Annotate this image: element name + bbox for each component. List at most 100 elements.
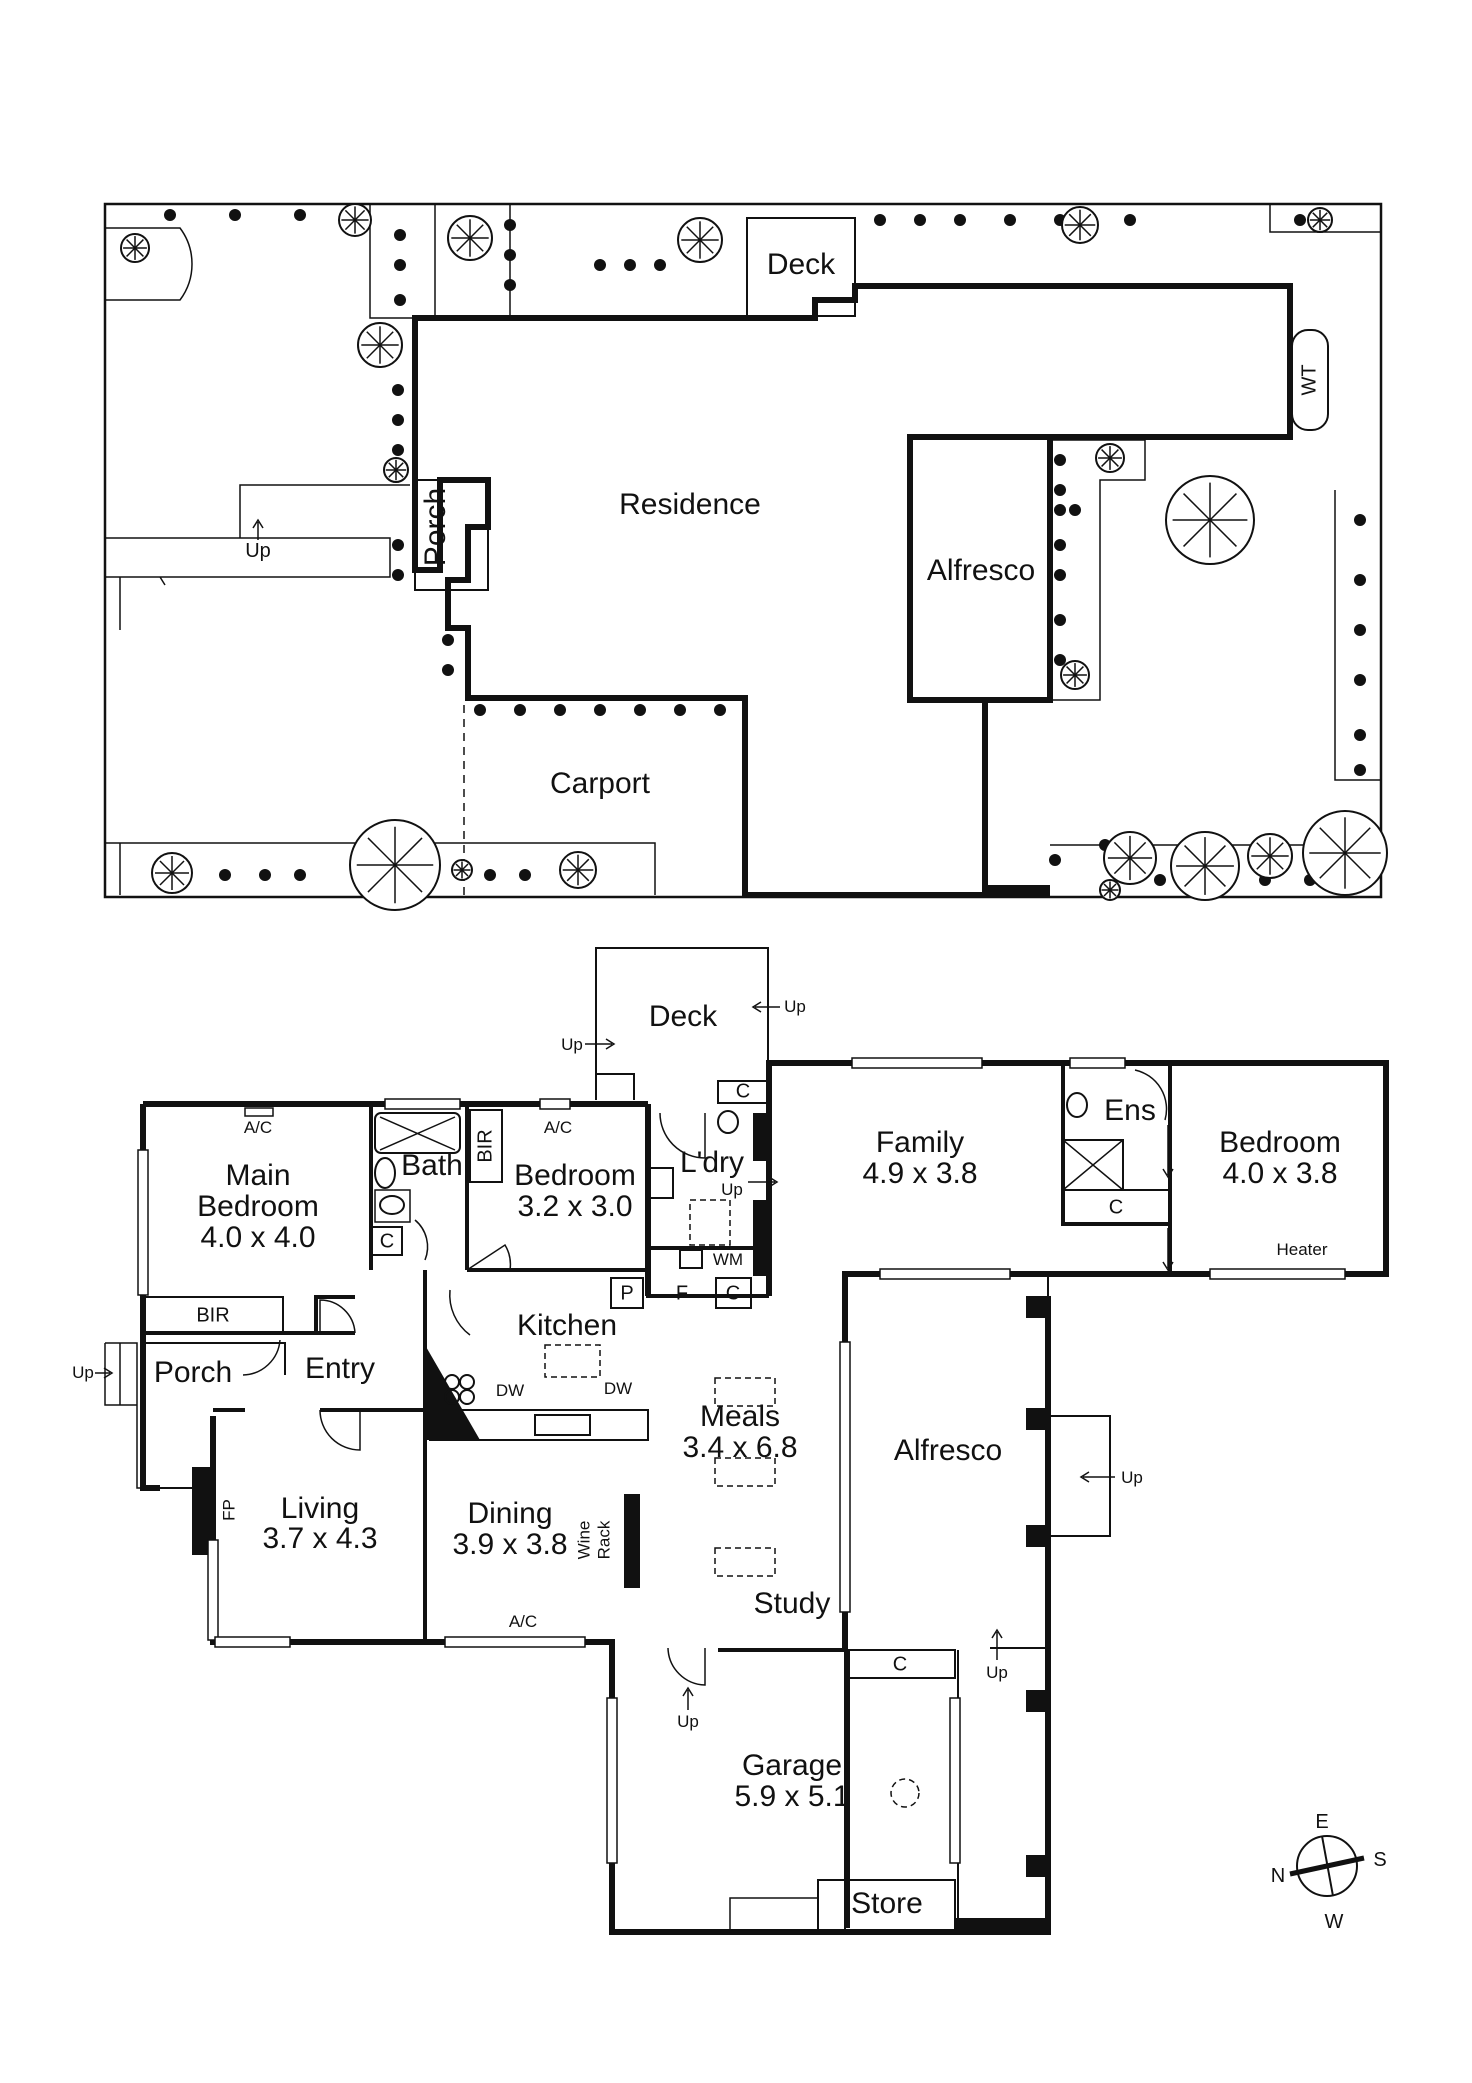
shrub [954, 214, 966, 226]
ens-toilet [1066, 1092, 1088, 1118]
kitchen-cooktop-1 [444, 1374, 460, 1390]
tree [1307, 207, 1333, 233]
wine-label-1: Wine [574, 1521, 593, 1560]
wall-block-garage [955, 1918, 1048, 1932]
wall-block-laundry-1 [753, 1113, 770, 1161]
ac-dining: A/C [509, 1612, 537, 1631]
site-residence-label: Residence [619, 488, 761, 521]
entry-label: Entry [305, 1352, 375, 1385]
bedroom-east-label: Bedroom [1219, 1126, 1341, 1159]
shrub [1354, 729, 1366, 741]
tree [1099, 879, 1121, 901]
shrub [294, 869, 306, 881]
up-side: Up [986, 1663, 1008, 1682]
cupboard-ens-label: C [1109, 1196, 1123, 1218]
window-family [851, 1057, 983, 1069]
shrub [594, 259, 606, 271]
site-trees [120, 203, 1388, 911]
compass: E S W N [1271, 1811, 1387, 1933]
store-label: Store [851, 1887, 923, 1920]
site-carport-strip [105, 842, 656, 895]
meals-dashed-light-2 [714, 1457, 776, 1487]
living-size: 3.7 x 4.3 [262, 1522, 377, 1555]
pantry-box [610, 1277, 644, 1309]
shrub [229, 209, 241, 221]
door-living [319, 1409, 361, 1451]
shrub [1054, 504, 1066, 516]
up-deck-west-arrow [585, 1038, 616, 1050]
laundry-label: L'dry [680, 1146, 744, 1179]
shrub [634, 704, 646, 716]
shrub [504, 279, 516, 291]
site-water-tank-label: WT [1298, 364, 1320, 395]
porch-steps [104, 1342, 143, 1489]
alfresco-outline [844, 1273, 1111, 1932]
bath-tub-cross [379, 1116, 456, 1151]
shrub [1354, 574, 1366, 586]
shrub [1354, 514, 1366, 526]
garage-label: Garage [742, 1749, 842, 1782]
up-alfresco: Up [1121, 1468, 1143, 1487]
compass-ring [1296, 1835, 1358, 1897]
garage-size: 5.9 x 5.1 [734, 1780, 849, 1813]
shrub [594, 704, 606, 716]
cupboard-garage [844, 1649, 956, 1679]
study-label: Study [754, 1587, 831, 1620]
shrub [1124, 214, 1136, 226]
shrub [164, 209, 176, 221]
tree [349, 819, 441, 911]
site-up-arrow [252, 518, 264, 540]
site-fence-west [105, 537, 391, 630]
cupboard-ens [1062, 1189, 1171, 1225]
up-deck-east: Up [784, 997, 806, 1016]
garage-light [890, 1778, 920, 1808]
site-deck-label: Deck [767, 248, 836, 281]
tree [559, 851, 597, 889]
tree [447, 215, 493, 261]
shrub [1354, 764, 1366, 776]
site-step [239, 484, 410, 538]
cupboard-kitchen-label: C [726, 1282, 740, 1304]
bir-main-box [142, 1296, 284, 1334]
shrub [219, 869, 231, 881]
laundry-tub [679, 1249, 703, 1269]
cupboard-bath [371, 1226, 403, 1256]
porch-label: Porch [154, 1356, 232, 1389]
shrub [1354, 674, 1366, 686]
shrub [554, 704, 566, 716]
window-bedroom-east [1209, 1268, 1346, 1280]
fixtures [104, 1092, 1124, 1808]
tree [677, 217, 723, 263]
main-bedroom-size: 4.0 x 4.0 [200, 1221, 315, 1254]
site-shrubs [164, 209, 1366, 886]
door-bedroom-mid [466, 1243, 512, 1271]
kitchen-sink [534, 1414, 591, 1436]
shrub [1069, 504, 1081, 516]
window-living-west [207, 1539, 219, 1641]
site-porch-label: Porch [419, 488, 452, 566]
laundry-bench [647, 1167, 674, 1199]
ac-main-bed: A/C [244, 1118, 272, 1137]
kitchen-dashed-light [544, 1344, 601, 1378]
tree [451, 859, 473, 881]
shrub [442, 664, 454, 676]
wall-block-wine [624, 1494, 640, 1588]
shrub [1054, 614, 1066, 626]
tree [357, 322, 403, 368]
tree [120, 233, 150, 263]
up-deck-west: Up [561, 1035, 583, 1054]
living-label: Living [281, 1492, 359, 1525]
tree [151, 852, 193, 894]
shrub [654, 259, 666, 271]
site-plan: Deck Residence Porch Alfresco Carport WT… [103, 202, 1388, 911]
window-garage-east [949, 1697, 961, 1864]
shrub [874, 214, 886, 226]
cupboard-deck [717, 1080, 769, 1104]
shrub [392, 414, 404, 426]
meals-label: Meals [700, 1400, 780, 1433]
main-bedroom-label-1: Main [225, 1159, 290, 1192]
dining-size: 3.9 x 3.8 [452, 1528, 567, 1561]
window-meals-east [839, 1341, 851, 1613]
shrub [392, 539, 404, 551]
bath-basin [379, 1195, 405, 1215]
